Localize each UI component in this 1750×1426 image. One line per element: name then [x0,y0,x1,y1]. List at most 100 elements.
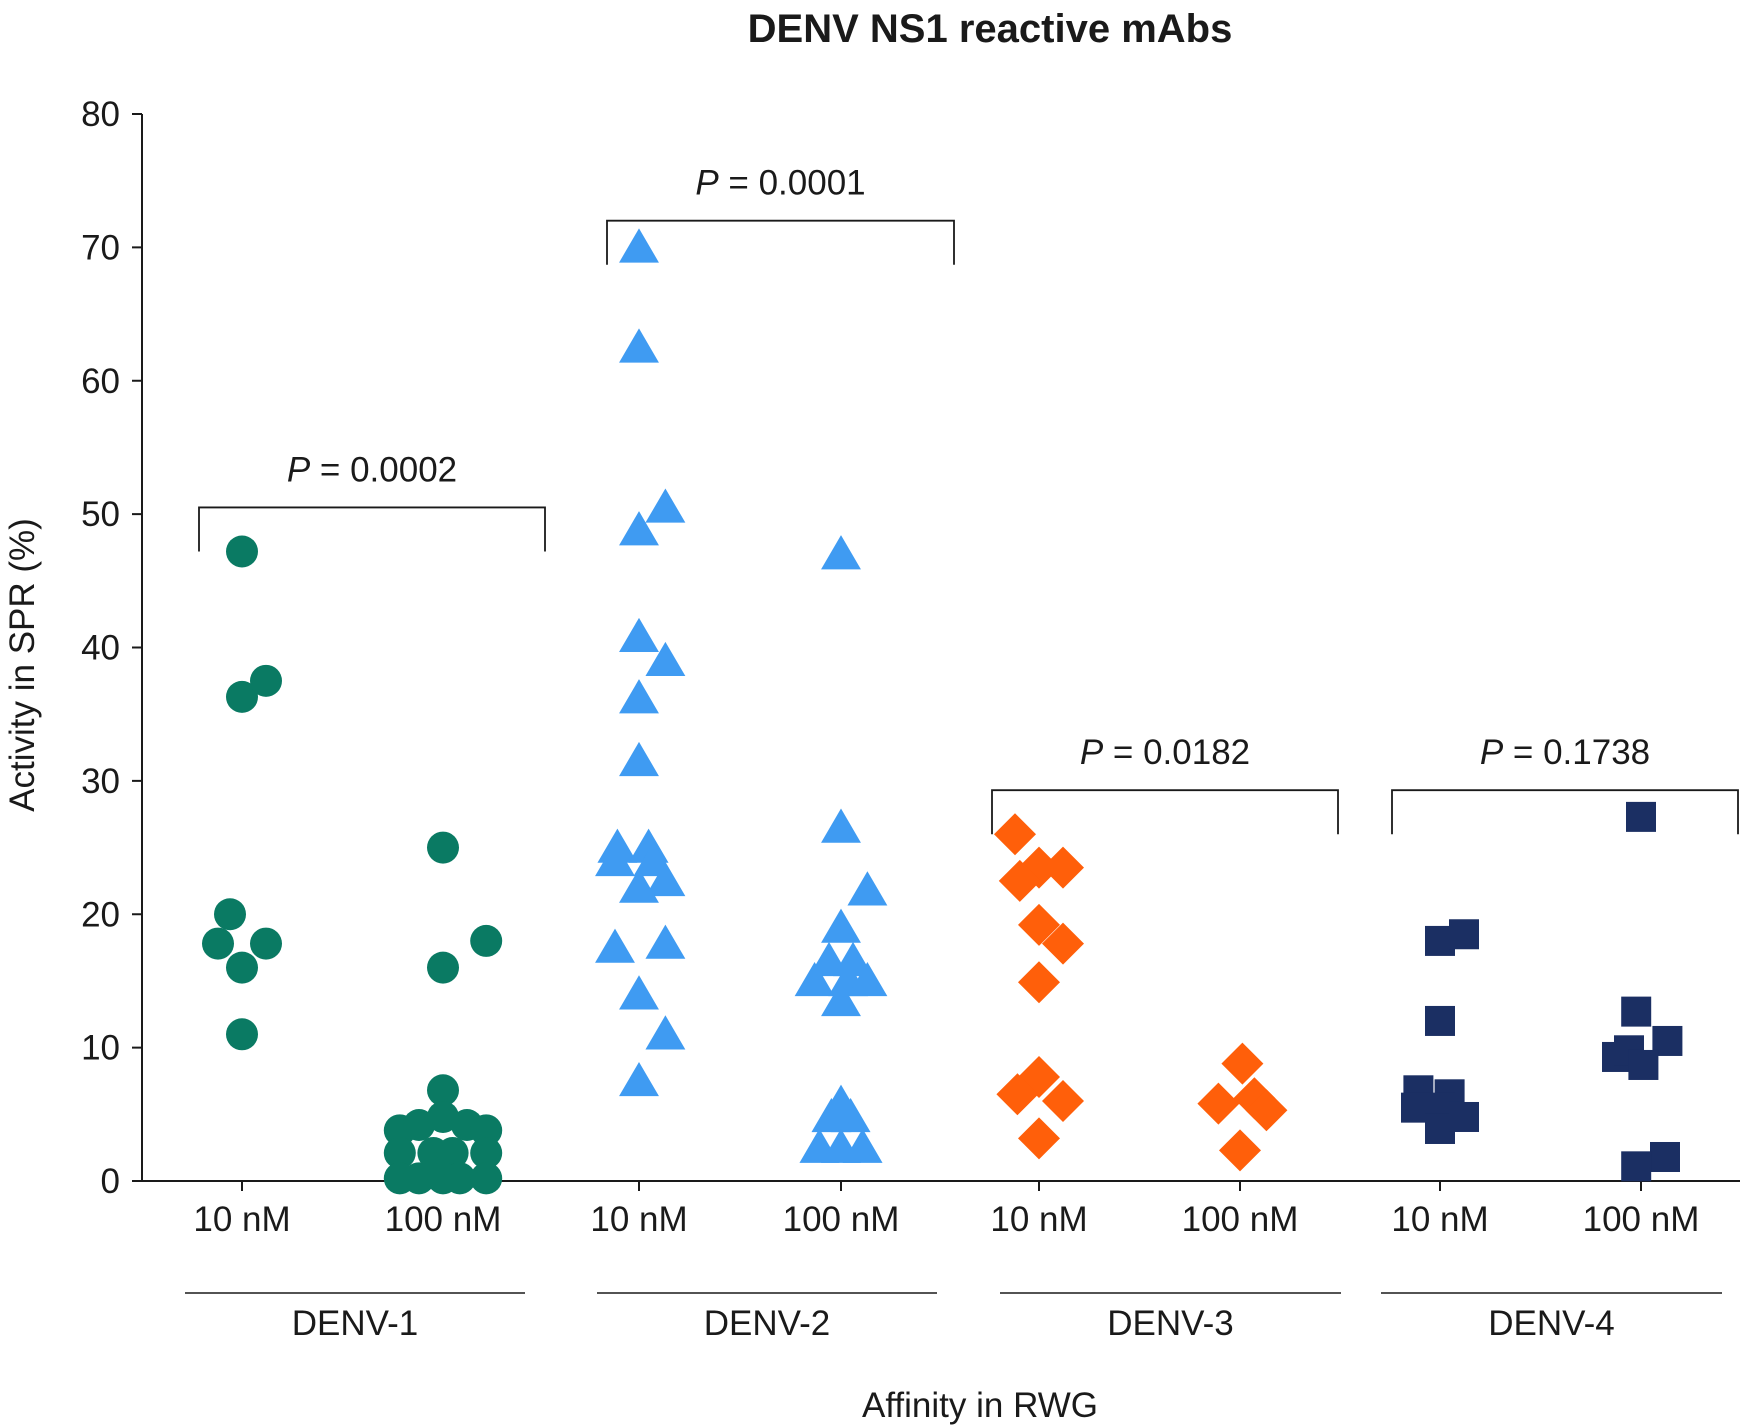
data-point-diamond [1018,961,1060,1004]
data-point-circle [470,1162,503,1195]
data-point-diamond [996,1073,1039,1116]
data-point-triangle [619,868,659,903]
data-point-triangle [842,1128,883,1163]
x-tick-label: 100 nM [783,1200,900,1239]
data-point-triangle [595,841,635,877]
data-point-square [1650,1141,1680,1172]
data-point-square [1621,1151,1652,1182]
data-point-triangle [821,908,861,943]
data-point-circle [427,831,459,864]
x-tick-label: 100 nM [1583,1200,1700,1239]
data-point-circle [226,680,258,713]
y-tick-label: 0 [101,1162,120,1201]
data-point-triangle [619,511,659,546]
data-point-triangle [847,871,888,906]
data-point-square [1628,1049,1659,1080]
x-axis-label: Affinity in RWG [862,1386,1098,1425]
x-tick-label: 10 nM [590,1200,687,1239]
data-point-circle [470,924,503,957]
data-point-triangle [619,741,659,777]
data-point-circle [443,1162,476,1195]
y-tick-label: 60 [81,362,120,401]
data-point-circle [403,1162,435,1195]
data-point-circle [436,1136,469,1169]
data-point-triangle [821,981,861,1017]
x-tick-label: 10 nM [1391,1200,1488,1239]
significance-bracket [1391,789,1739,835]
data-point-triangle [619,328,659,363]
data-points [202,228,1683,1195]
data-point-triangle [619,1061,659,1097]
significance-bracket [606,219,955,265]
data-point-square [1425,1005,1455,1036]
data-point-triangle [597,828,638,863]
data-point-diamond [1245,1089,1288,1132]
data-point-circle [427,951,459,984]
y-tick-label: 80 [81,95,120,134]
data-point-triangle [645,488,686,523]
data-point-triangle [821,535,861,570]
data-point-square [1449,919,1479,950]
data-point-circle [470,1136,503,1169]
p-value-label: P = 0.1738 [1480,733,1650,772]
y-tick-label: 50 [81,495,120,534]
data-point-triangle [847,961,888,997]
data-point-diamond [994,813,1036,856]
y-tick-label: 70 [81,228,120,267]
data-point-circle [250,927,282,960]
data-point-square [1449,1101,1479,1132]
data-point-circle [214,898,246,931]
group-label: DENV-3 [1107,1304,1233,1343]
data-point-square [1621,996,1652,1027]
y-tick-label: 10 [81,1029,120,1068]
y-tick-label: 20 [81,895,120,934]
p-value-label: P = 0.0001 [695,164,865,203]
data-point-diamond [1018,903,1060,946]
data-point-square [1626,801,1656,832]
data-point-diamond [1221,1042,1264,1085]
x-tick-label: 100 nM [1182,1200,1299,1239]
significance-brackets: P = 0.0002 P = 0.0001 P = 0.0182 P = 0.1738 [198,164,1739,835]
data-point-triangle [619,617,659,653]
data-point-circle [202,927,234,960]
data-point-triangle [645,861,686,897]
data-point-circle [226,951,258,984]
x-tick-label: 10 nM [193,1200,290,1239]
x-tick-label: 10 nM [990,1200,1087,1239]
data-point-triangle [645,1015,686,1050]
data-point-triangle [619,679,659,714]
axes: 0 10 20 30 40 50 60 70 80 10 nM 100 nM 10 nM 100 nM 1… [81,95,1740,1343]
group-label: DENV-4 [1488,1304,1614,1343]
data-point-triangle [830,1097,871,1133]
chart-title: DENV NS1 reactive mAbs [748,7,1233,51]
data-point-diamond [1042,922,1084,965]
data-point-triangle [645,924,686,959]
data-point-triangle [794,961,835,997]
data-point-triangle [595,928,635,963]
data-point-circle [470,1114,503,1147]
group-label: DENV-1 [292,1304,418,1343]
data-point-triangle [619,975,659,1010]
y-tick-label: 40 [81,629,120,668]
y-axis-label: Activity in SPR (%) [3,518,42,812]
data-point-triangle [821,808,861,843]
data-point-circle [226,1018,258,1051]
significance-bracket [198,506,546,552]
data-point-diamond [998,859,1041,902]
data-point-circle [226,535,258,568]
data-point-triangle [833,941,873,977]
data-point-diamond [1042,846,1084,889]
p-value-label: P = 0.0182 [1080,733,1250,772]
data-point-diamond [1197,1082,1240,1125]
data-point-circle [427,1074,459,1107]
data-point-triangle [619,228,659,263]
y-tick-label: 30 [81,762,120,801]
p-value-label: P = 0.0002 [287,450,457,489]
group-label: DENV-2 [704,1304,830,1343]
data-point-diamond [1219,1129,1261,1172]
data-point-circle [250,664,282,697]
data-point-diamond [1042,1079,1084,1122]
x-tick-label: 100 nM [385,1200,502,1239]
